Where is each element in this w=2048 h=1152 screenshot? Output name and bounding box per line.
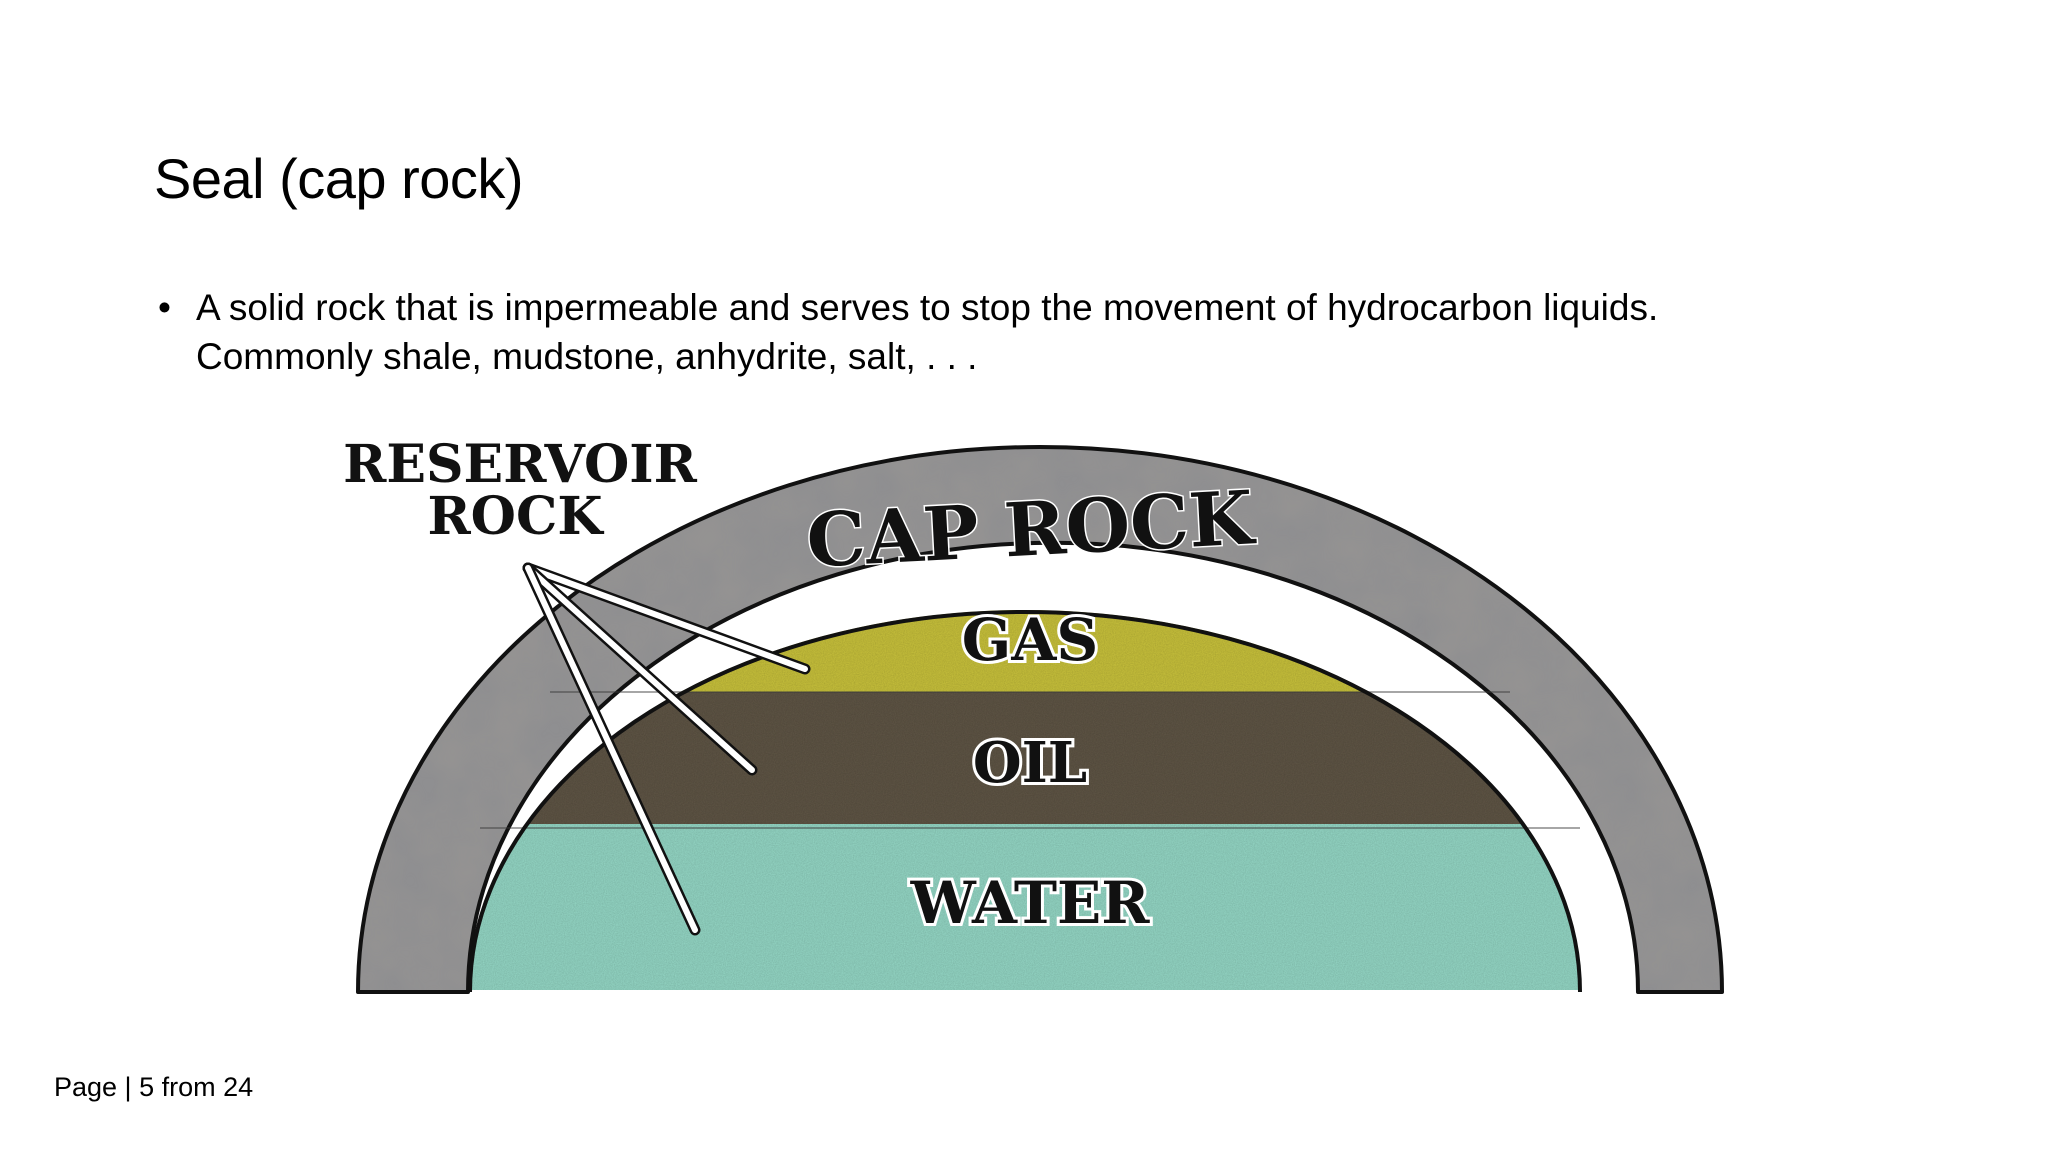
cap-rock-outline (356, 445, 1724, 994)
oil-layer (470, 692, 1580, 835)
water-label: WATER (910, 869, 1151, 937)
reservoir-rock-label-line2: ROCK (427, 486, 604, 547)
reservoir-rock-label-line1: RESERVOIR (343, 434, 697, 495)
bullet-symbol: • (158, 287, 171, 328)
slide-title: Seal (cap rock) (154, 147, 524, 210)
gas-label: GAS (962, 606, 1098, 674)
oil-label: OIL (973, 730, 1087, 796)
bullet-item: • A solid rock that is impermeable and s… (154, 283, 1914, 381)
bullet-text-line-1: A solid rock that is impermeable and ser… (196, 287, 1659, 328)
cap-rock-layer (358, 447, 1722, 992)
reservoir-pointer-lines (522, 562, 811, 936)
trap-diagram: RESERVOIR ROCK CAP ROCK GAS OIL WATER (343, 434, 1724, 994)
page-number: Page | 5 from 24 (54, 1072, 254, 1102)
bullet-text-line-2: Commonly shale, mudstone, anhydrite, sal… (196, 336, 978, 377)
bullet-list: • A solid rock that is impermeable and s… (154, 283, 1914, 381)
